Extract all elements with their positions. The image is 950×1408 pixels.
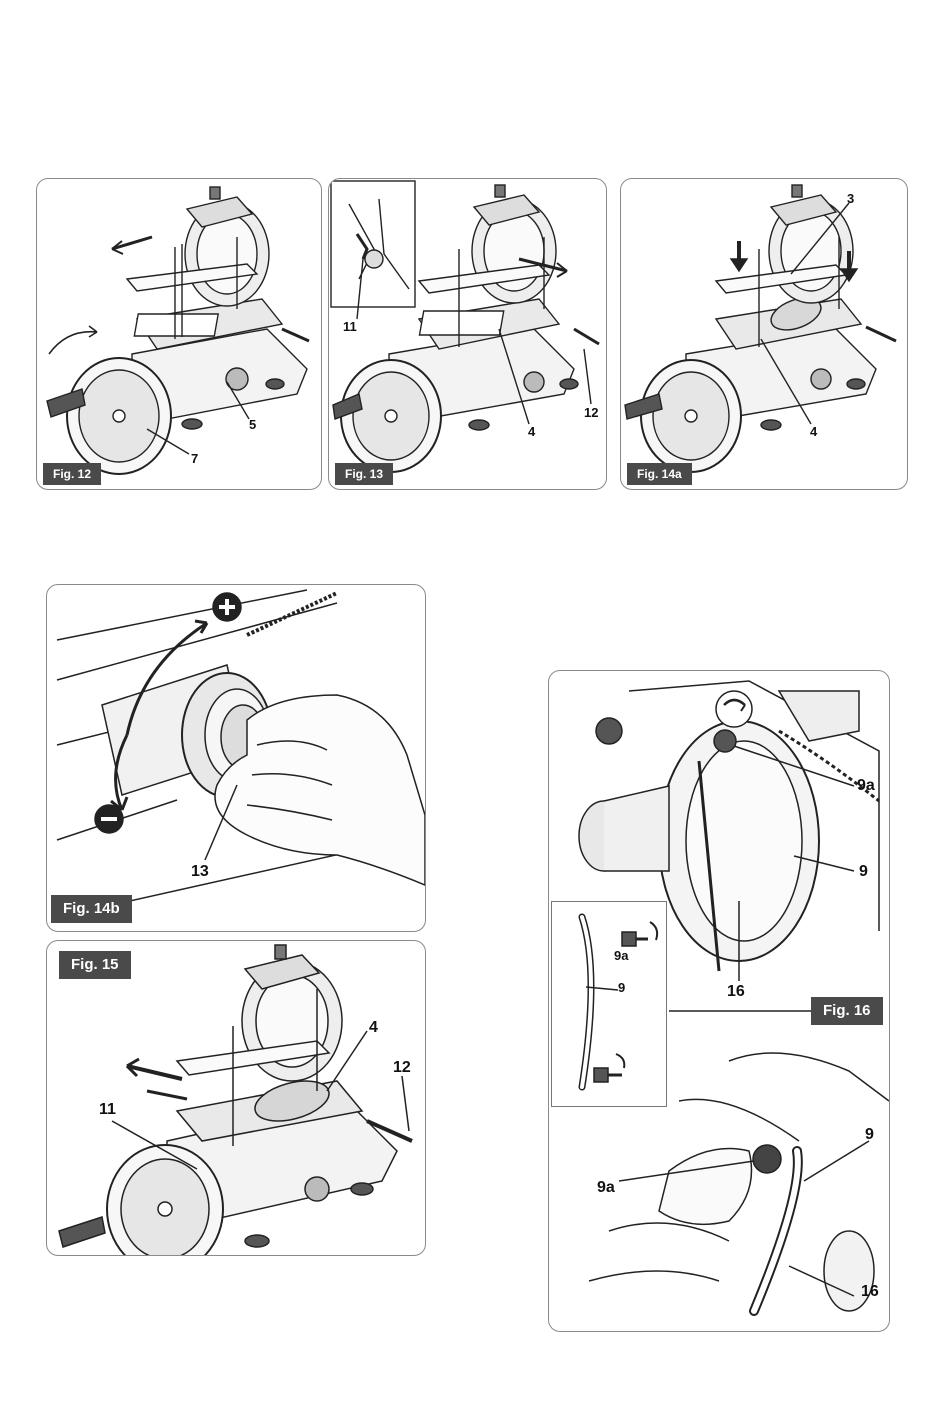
callout-4: 4 [810,424,817,439]
callout-5: 5 [249,417,256,432]
callout-7: 7 [191,451,198,466]
figure-14b-panel: 13 Fig. 14b [46,584,426,932]
callout-11: 11 [343,319,357,334]
callout-12: 12 [393,1059,411,1077]
figure-label: Fig. 14b [51,895,132,923]
slicer-illustration-fig12 [37,179,321,489]
figure-13-panel: 11 4 12 Fig. 13 [328,178,607,490]
callout-9a-bottom: 9a [597,1179,615,1197]
inset-callout-9: 9 [618,980,625,995]
callout-12: 12 [584,405,598,420]
knob-adjustment-illustration [47,585,425,931]
slicer-illustration-fig15 [47,941,425,1255]
inset-callout-9a: 9a [614,948,628,963]
figure-label: Fig. 12 [43,463,101,485]
figure-14a-panel: 3 4 Fig. 14a [620,178,908,490]
slicer-illustration-fig13 [329,179,606,489]
callout-9a: 9a [857,777,875,795]
figure-label: Fig. 14a [627,463,692,485]
figure-label: Fig. 15 [59,951,131,979]
figure-label: Fig. 16 [811,997,883,1025]
figure-15-panel: 4 12 11 Fig. 15 [46,940,426,1256]
slicer-illustration-fig14a [621,179,907,489]
callout-4: 4 [528,424,535,439]
cover-parts-inset: 9a 9 [551,901,667,1107]
callout-9: 9 [859,863,868,881]
callout-11: 11 [99,1101,116,1119]
figure-16-panel: 9a 9 9a 9 16 Fig. 16 9a 9 16 [548,670,890,1332]
callout-13: 13 [191,863,209,881]
callout-9-bottom: 9 [865,1126,874,1144]
callout-16: 16 [727,983,745,1001]
callout-16-bottom: 16 [861,1283,879,1301]
callout-4: 4 [369,1019,378,1037]
cover-parts-diagram [552,902,666,1106]
figure-label: Fig. 13 [335,463,393,485]
callout-3: 3 [847,191,854,206]
figure-12-panel: 5 7 Fig. 12 [36,178,322,490]
